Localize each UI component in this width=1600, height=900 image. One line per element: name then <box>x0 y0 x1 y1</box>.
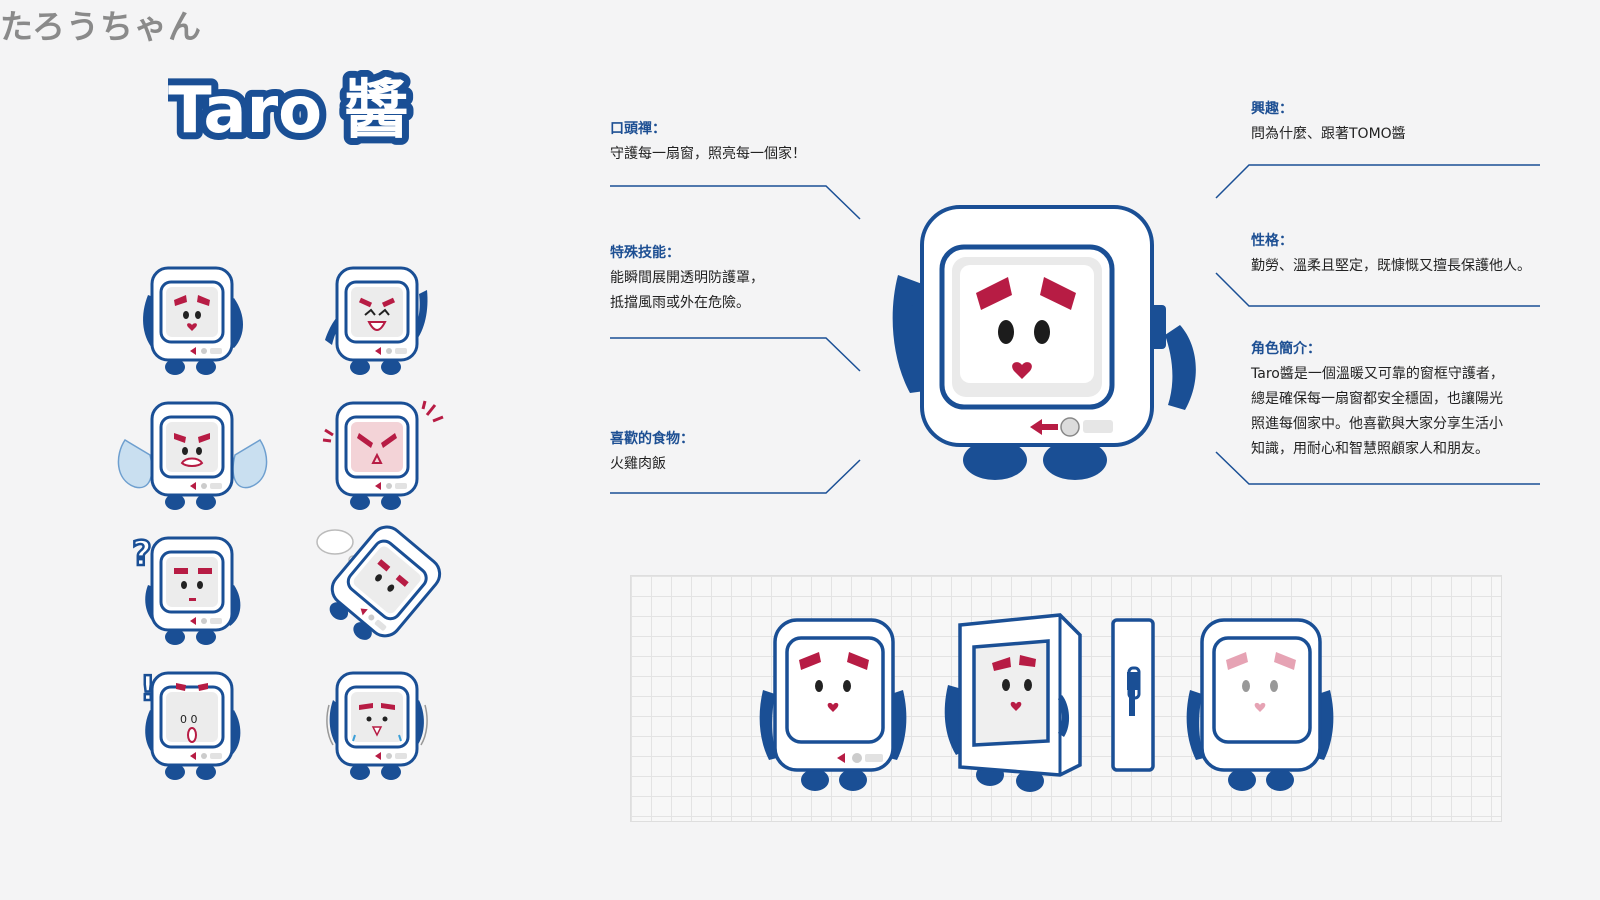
right-foot <box>1043 440 1107 480</box>
view-back <box>1186 618 1334 791</box>
expression-scared <box>326 671 428 782</box>
info-intro: 角色簡介： Taro醬是一個溫暖又可靠的窗框守護者， 總是確保每一扇窗都安全穩固… <box>1251 337 1504 462</box>
subtitle-text: たろうちゃん <box>0 7 203 46</box>
expression-surprised: ! 0 0 <box>139 668 241 782</box>
arrow-indicator <box>1030 419 1058 435</box>
title-text: Taro 醬 <box>168 74 408 148</box>
catchphrase-text: 守護每一扇窗，照亮每一個家！ <box>610 146 806 162</box>
info-personality: 性格： 勤勞、溫柔且堅定，既慷慨又擅長保護他人。 <box>1251 229 1531 279</box>
view-side <box>1111 618 1155 772</box>
left-eyebrow <box>976 277 1012 310</box>
info-food: 喜歡的食物： 火雞肉飯 <box>610 427 694 477</box>
window-handle <box>1083 420 1113 433</box>
left-foot <box>963 440 1027 480</box>
food-label: 喜歡的食物： <box>610 431 694 447</box>
intro-label: 角色簡介： <box>1251 341 1321 357</box>
leader-skill <box>610 337 861 372</box>
expression-angry <box>322 400 444 512</box>
left-arm <box>892 275 925 393</box>
right-arm <box>1165 325 1196 410</box>
left-eye <box>998 320 1014 344</box>
svg-text:0 0: 0 0 <box>180 713 198 726</box>
personality-label: 性格： <box>1251 233 1293 249</box>
title-logo: Taro 醬 <box>168 70 415 154</box>
question-mark-icon: ? <box>132 534 152 574</box>
expression-calm <box>143 266 243 377</box>
leader-catchphrase <box>610 185 861 220</box>
personality-text: 勤勞、溫柔且堅定，既慷慨又擅長保護他人。 <box>1251 258 1531 274</box>
skill-text: 能瞬間展開透明防護罩， 抵擋風雨或外在危險。 <box>610 270 764 311</box>
expression-sheet: ? ! 0 0 <box>117 266 448 782</box>
expression-confused: ? <box>131 533 241 647</box>
turnaround-views <box>759 613 1334 792</box>
interest-label: 興趣： <box>1251 101 1293 117</box>
intro-text: Taro醬是一個溫暖又可靠的窗框守護者， 總是確保每一扇窗都安全穩固，也讓陽光 … <box>1251 366 1504 457</box>
view-front <box>759 618 907 791</box>
view-three-quarter <box>944 613 1082 792</box>
lock-knob <box>1060 417 1080 437</box>
expression-crying <box>117 401 268 512</box>
expression-laughing <box>325 266 428 377</box>
interest-text: 問為什麼、跟著TOMO醬 <box>1251 126 1406 142</box>
right-eyebrow <box>1040 277 1076 310</box>
right-eye <box>1034 320 1050 344</box>
heart-mouth <box>1012 362 1032 379</box>
info-skill: 特殊技能： 能瞬間展開透明防護罩， 抵擋風雨或外在危險。 <box>610 241 764 316</box>
leader-interest <box>1215 164 1540 199</box>
expression-thinking <box>314 518 448 656</box>
skill-label: 特殊技能： <box>610 245 680 261</box>
catchphrase-label: 口頭禪： <box>610 121 666 137</box>
main-character <box>892 205 1196 480</box>
info-interest: 興趣： 問為什麼、跟著TOMO醬 <box>1251 97 1406 147</box>
info-catchphrase: 口頭禪： 守護每一扇窗，照亮每一個家！ <box>610 117 806 167</box>
food-text: 火雞肉飯 <box>610 456 666 472</box>
